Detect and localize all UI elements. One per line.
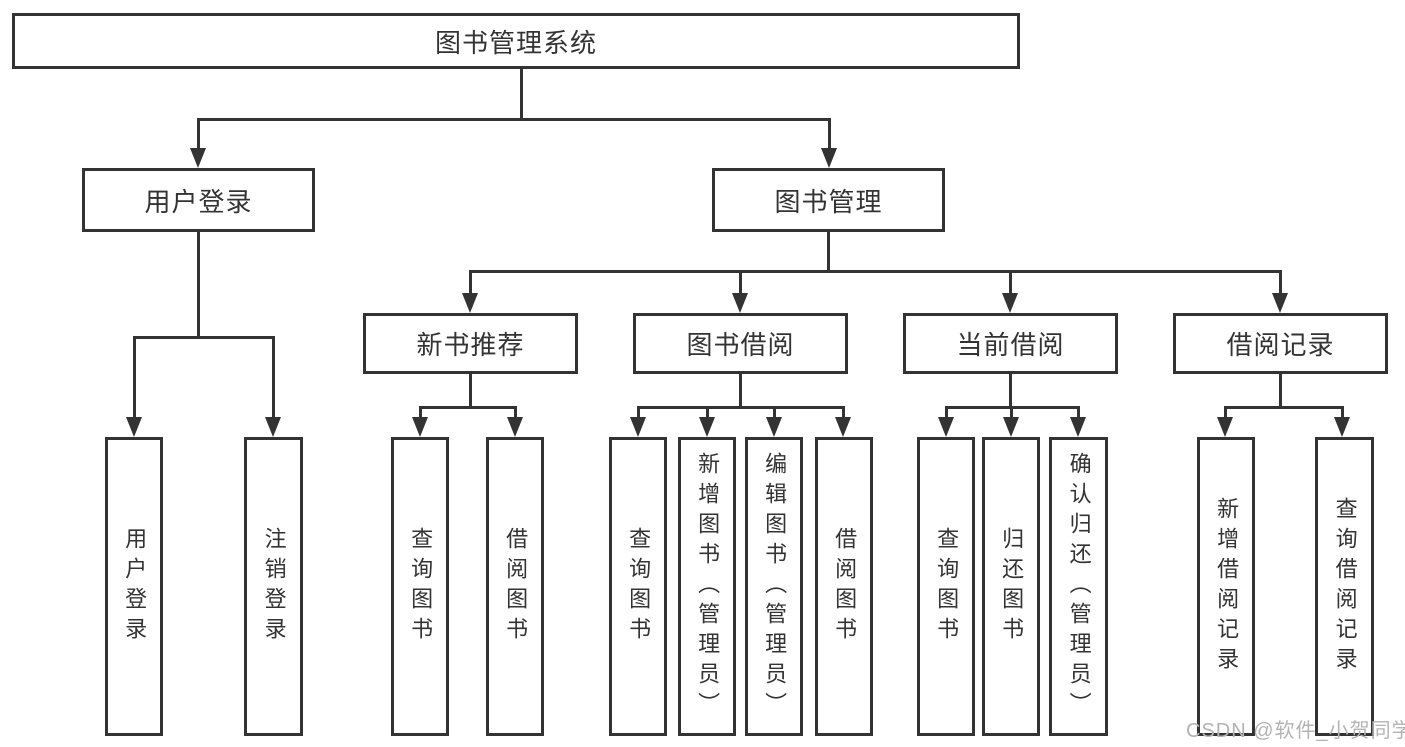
- node-label: 当前借阅: [956, 330, 1065, 360]
- arrow-down-icon: [507, 417, 523, 437]
- arrow-down-icon: [835, 417, 851, 437]
- connector-trunk: [827, 232, 830, 273]
- connector-stem: [828, 118, 831, 152]
- connector-horizontal: [133, 336, 275, 339]
- connector-trunk: [1279, 374, 1282, 409]
- node-label: 图书管理系统: [434, 27, 597, 58]
- arrow-down-icon: [190, 148, 206, 168]
- node-book-borrowing: 图书借阅: [633, 313, 848, 374]
- leaf-return-books: 归还图书: [982, 437, 1040, 736]
- node-label: 确认归还（管理员）: [1066, 451, 1092, 722]
- node-new-book-recommendation: 新书推荐: [363, 313, 578, 374]
- connector-stem: [637, 406, 640, 420]
- node-label: 用户登录: [144, 186, 253, 217]
- arrow-down-icon: [1003, 417, 1019, 437]
- arrow-down-icon: [766, 417, 782, 437]
- connector-stem: [739, 270, 742, 295]
- arrow-down-icon: [265, 417, 281, 437]
- connector-stem: [514, 406, 517, 420]
- connector-stem: [133, 336, 136, 420]
- leaf-add-borrow-record: 新增借阅记录: [1197, 437, 1255, 736]
- leaf-user-login: 用户登录: [105, 437, 163, 736]
- connector-trunk: [197, 232, 200, 339]
- node-label: 归还图书: [999, 526, 1025, 647]
- arrow-down-icon: [630, 417, 646, 437]
- connector-trunk: [1009, 374, 1012, 409]
- leaf-query-books-recommend: 查询图书: [391, 437, 449, 736]
- connector-horizontal: [469, 270, 1281, 273]
- leaf-borrow-books-recommend: 借阅图书: [486, 437, 544, 736]
- arrow-down-icon: [732, 293, 748, 313]
- arrow-down-icon: [821, 148, 837, 168]
- connector-trunk: [469, 374, 472, 409]
- connector-stem: [419, 406, 422, 420]
- node-label: 查询图书: [626, 526, 652, 647]
- connector-stem: [1009, 270, 1012, 295]
- leaf-query-borrow-record: 查询借阅记录: [1315, 437, 1374, 736]
- node-label: 用户登录: [122, 526, 148, 647]
- connector-stem: [842, 406, 845, 420]
- arrow-down-icon: [126, 417, 142, 437]
- node-user-login: 用户登录: [82, 168, 315, 232]
- leaf-query-books-borrowing: 查询图书: [609, 437, 667, 736]
- node-label: 借阅记录: [1226, 330, 1335, 360]
- arrow-down-icon: [1334, 417, 1350, 437]
- leaf-edit-books-admin: 编辑图书（管理员）: [745, 437, 803, 736]
- node-label: 图书管理: [774, 186, 883, 217]
- node-current-borrowing: 当前借阅: [903, 313, 1118, 374]
- connector-trunk: [520, 69, 523, 121]
- connector-horizontal: [1224, 406, 1344, 409]
- connector-stem: [1010, 406, 1013, 420]
- node-label: 借阅图书: [503, 526, 529, 647]
- node-label: 查询图书: [934, 526, 960, 647]
- arrow-down-icon: [699, 417, 715, 437]
- arrow-down-icon: [1070, 417, 1086, 437]
- connector-horizontal: [637, 406, 845, 409]
- node-label: 新增图书（管理员）: [695, 451, 721, 722]
- node-label: 查询图书: [408, 526, 434, 647]
- node-library-management-system: 图书管理系统: [12, 13, 1020, 69]
- node-label: 查询借阅记录: [1332, 496, 1358, 677]
- node-label: 图书借阅: [686, 330, 795, 360]
- arrow-down-icon: [412, 417, 428, 437]
- node-label: 新增借阅记录: [1214, 496, 1240, 677]
- connector-stem: [272, 336, 275, 420]
- leaf-logout-login: 注销登录: [244, 437, 303, 736]
- connector-stem: [773, 406, 776, 420]
- arrow-down-icon: [1272, 293, 1288, 313]
- node-book-management: 图书管理: [712, 168, 945, 232]
- node-label: 注销登录: [261, 526, 287, 647]
- csdn-watermark: CSDN @软件_小贺同学: [1186, 720, 1405, 742]
- connector-stem: [1279, 270, 1282, 295]
- connector-stem: [1224, 406, 1227, 420]
- connector-stem: [945, 406, 948, 420]
- leaf-query-books-current: 查询图书: [917, 437, 975, 736]
- node-label: 借阅图书: [832, 526, 858, 647]
- arrow-down-icon: [1002, 293, 1018, 313]
- node-borrowing-records: 借阅记录: [1173, 313, 1388, 374]
- connector-stem: [1077, 406, 1080, 420]
- leaf-borrow-books-borrowing: 借阅图书: [815, 437, 873, 736]
- connector-trunk: [739, 374, 742, 409]
- connector-stem: [469, 270, 472, 295]
- arrow-down-icon: [462, 293, 478, 313]
- arrow-down-icon: [938, 417, 954, 437]
- connector-stem: [1341, 406, 1344, 420]
- connector-horizontal: [197, 118, 831, 121]
- node-label: 编辑图书（管理员）: [762, 451, 788, 722]
- connector-horizontal: [419, 406, 517, 409]
- leaf-add-books-admin: 新增图书（管理员）: [678, 437, 736, 736]
- arrow-down-icon: [1217, 417, 1233, 437]
- connector-stem: [706, 406, 709, 420]
- connector-stem: [197, 118, 200, 152]
- node-label: 新书推荐: [416, 330, 525, 360]
- leaf-confirm-return-admin: 确认归还（管理员）: [1049, 437, 1108, 736]
